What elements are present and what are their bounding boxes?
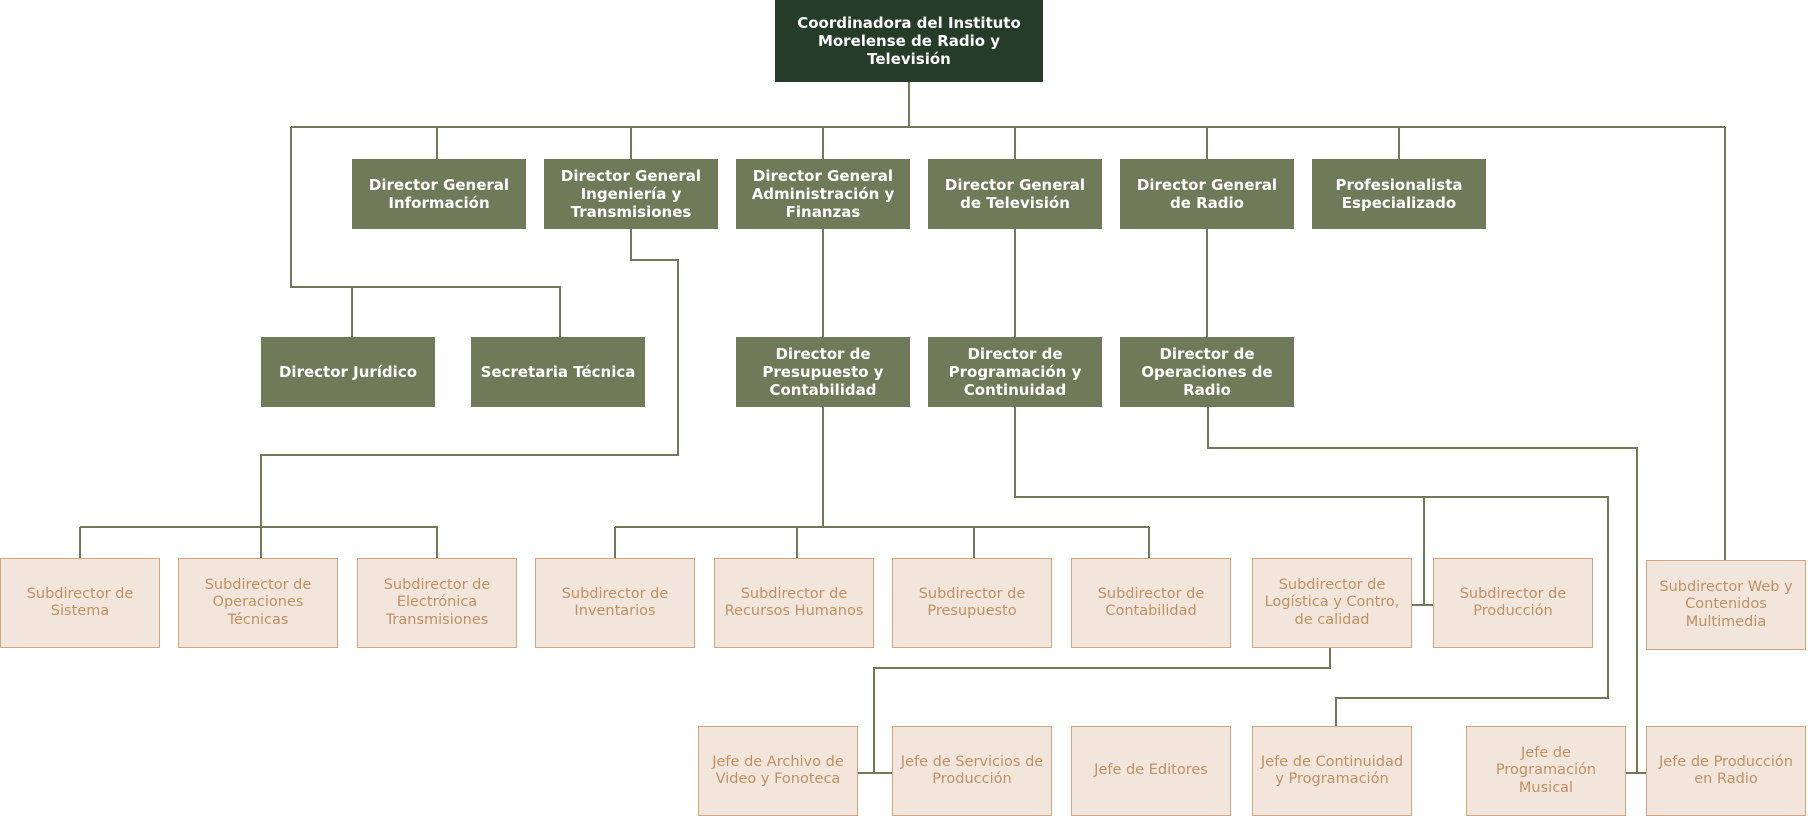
subdirector-operaciones-tecnicas-box: Subdirector de Operaciones Técnicas: [178, 558, 338, 648]
connector-operaciones-radio-down: [1207, 407, 1646, 774]
director-general-informacion-box: Director General Información: [352, 159, 526, 229]
subdirector-sistema-box: Subdirector de Sistema: [0, 558, 160, 648]
jefe-programacion-musical-box: Jefe de Programación Musical: [1466, 726, 1626, 816]
jefe-archivo-video-box: Jefe de Archivo de Video y Fonoteca: [698, 726, 858, 816]
subdirector-recursos-humanos-box: Subdirector de Recursos Humanos: [714, 558, 874, 648]
connector-programacion-down: [1014, 407, 1609, 726]
subdirector-inventarios-box: Subdirector de Inventarios: [535, 558, 695, 648]
jefe-continuidad-programacion-box: Jefe de Continuidad y Programación: [1252, 726, 1412, 816]
director-presupuesto-contabilidad-box: Director de Presupuesto y Contabilidad: [736, 337, 910, 407]
subdirector-contabilidad-box: Subdirector de Contabilidad: [1071, 558, 1231, 648]
director-juridico-box: Director Jurídico: [261, 337, 435, 407]
subdirector-produccion-box: Subdirector de Producción: [1433, 558, 1593, 648]
connector-ingenieria-down: [260, 229, 679, 527]
director-programacion-continuidad-box: Director de Programación y Continuidad: [928, 337, 1102, 407]
connector-logistica-produccion: [1412, 497, 1433, 606]
coordinator-box: Coordinadora del Instituto Morelense de …: [775, 0, 1043, 82]
director-general-television-box: Director General de Televisión: [928, 159, 1102, 229]
subdirector-presupuesto-box: Subdirector de Presupuesto: [892, 558, 1052, 648]
connector-to-juridico-group: [290, 127, 561, 337]
connector-ingenieria-subs: [80, 526, 438, 558]
connector-logistica-to-jefes: [873, 648, 1331, 774]
subdirector-web-box: Subdirector Web y Contenidos Multimedia: [1646, 560, 1806, 650]
secretaria-tecnica-box: Secretaria Técnica: [471, 337, 645, 407]
jefe-produccion-radio-box: Jefe de Producción en Radio: [1646, 726, 1806, 816]
subdirector-logistica-box: Subdirector de Logística y Contro, de ca…: [1252, 558, 1412, 648]
jefe-editores-box: Jefe de Editores: [1071, 726, 1231, 816]
director-operaciones-radio-box: Director de Operaciones de Radio: [1120, 337, 1294, 407]
director-general-ingenieria-box: Director General Ingeniería y Transmisio…: [544, 159, 718, 229]
director-general-administracion-box: Director General Administración y Finanz…: [736, 159, 910, 229]
subdirector-electronica-transmisiones-box: Subdirector de Electrónica Transmisiones: [357, 558, 517, 648]
director-general-radio-box: Director General de Radio: [1120, 159, 1294, 229]
profesionalista-especializado-box: Profesionalista Especializado: [1312, 159, 1486, 229]
jefe-servicios-produccion-box: Jefe de Servicios de Producción: [892, 726, 1052, 816]
